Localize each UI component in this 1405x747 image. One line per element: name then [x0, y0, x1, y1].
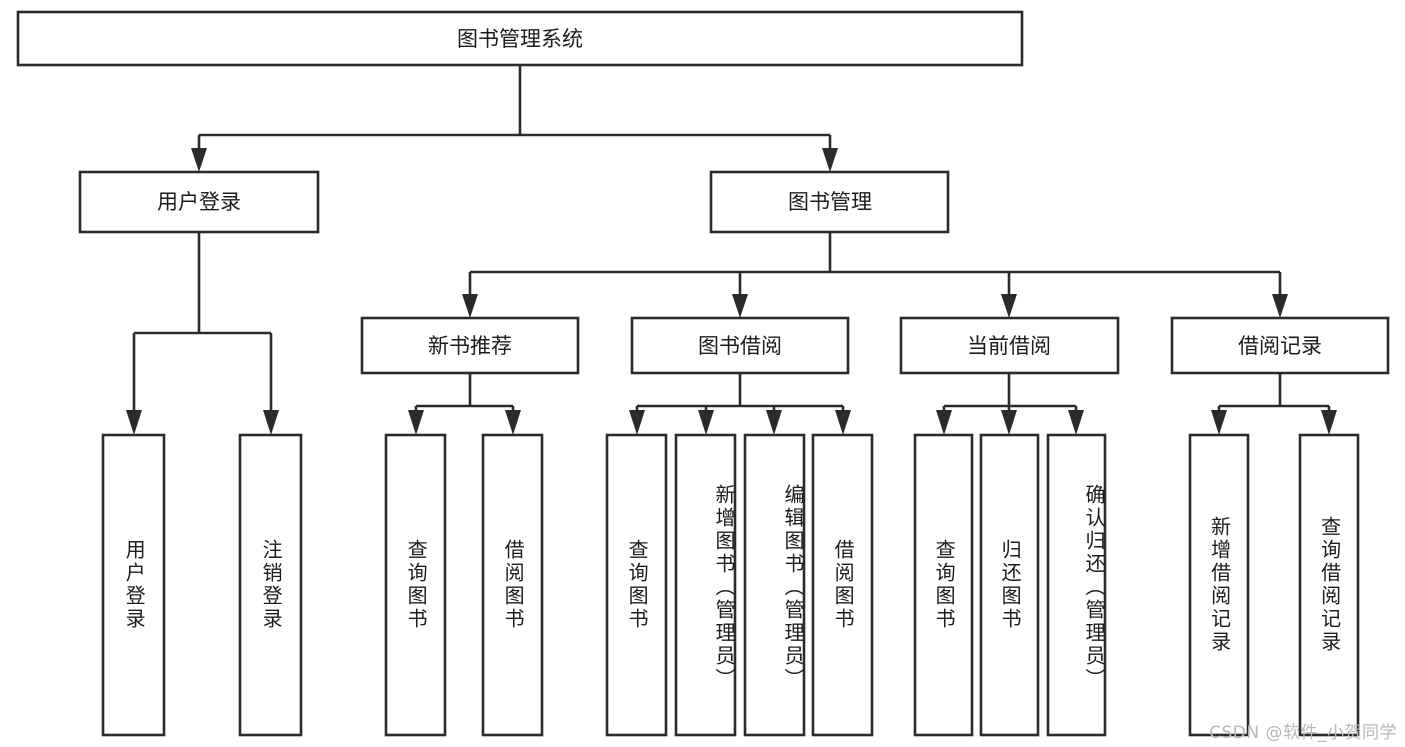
- arrow-to-current-borrow: [1001, 294, 1017, 318]
- connector-group-book-borrow-to-leaves: [629, 373, 851, 435]
- arrow-to-cb-leaf-1: [936, 410, 952, 435]
- arrow-to-nbr-leaf-2: [505, 410, 521, 435]
- node-user-login-box[interactable]: [78, 170, 320, 234]
- arrow-to-borrow-record: [1272, 294, 1288, 318]
- node-new-book-recommend-label: 新书推荐: [428, 334, 512, 358]
- node-user-login-label: 用户登录: [157, 190, 241, 214]
- arrow-to-leaf-logout: [263, 410, 279, 435]
- node-borrow-record[interactable]: 借阅记录: [1170, 316, 1390, 375]
- node-leaf-query-book-cb-box[interactable]: [913, 433, 974, 737]
- node-leaf-edit-book-box[interactable]: [743, 433, 806, 737]
- arrow-to-new-book-rec: [462, 294, 478, 318]
- connector-group-current-borrow-to-leaves: [936, 373, 1084, 435]
- arrow-to-cb-leaf-3: [1068, 410, 1084, 435]
- arrow-to-leaf-user-login: [126, 410, 142, 435]
- connector-group-book-manage-to-level3: [462, 232, 1288, 318]
- connector-group-new-book-rec-to-leaves: [408, 373, 521, 435]
- node-book-manage-box[interactable]: [709, 170, 950, 234]
- node-leaf-borrow-book-bb-box[interactable]: [811, 433, 874, 737]
- node-leaf-return-book-box[interactable]: [979, 433, 1040, 737]
- arrow-to-user-login: [191, 148, 207, 172]
- watermark: CSDN @软件_小贺同学: [1209, 723, 1397, 743]
- connector-group-borrow-record-to-leaves: [1211, 373, 1337, 435]
- node-leaf-add-book-box[interactable]: [674, 433, 737, 737]
- node-new-book-recommend[interactable]: 新书推荐: [360, 316, 580, 375]
- node-leaf-user-login-box[interactable]: [101, 433, 166, 737]
- arrow-to-cb-leaf-2: [1001, 410, 1017, 435]
- arrow-to-bb-leaf-1: [629, 410, 645, 435]
- node-current-borrow-box[interactable]: [899, 316, 1120, 375]
- arrow-to-br-leaf-1: [1211, 410, 1227, 435]
- arrow-to-bb-leaf-3: [766, 410, 782, 435]
- node-leaf-query-book-bb-box[interactable]: [605, 433, 668, 737]
- node-leaf-borrow-book-nbr-box[interactable]: [481, 433, 544, 737]
- node-current-borrow-label: 当前借阅: [967, 334, 1051, 358]
- node-user-login[interactable]: 用户登录: [78, 170, 320, 234]
- node-borrow-record-label: 借阅记录: [1238, 334, 1322, 358]
- node-leaf-query-record-box[interactable]: [1298, 433, 1360, 737]
- arrow-to-br-leaf-2: [1321, 410, 1337, 435]
- arrow-to-nbr-leaf-1: [408, 410, 424, 435]
- node-leaf-logout-box[interactable]: [238, 433, 303, 737]
- arrow-to-bb-leaf-2: [698, 410, 714, 435]
- node-book-borrow-label: 图书借阅: [698, 334, 782, 358]
- node-current-borrow[interactable]: 当前借阅: [899, 316, 1120, 375]
- node-leaf-add-record-box[interactable]: [1188, 433, 1250, 737]
- node-borrow-record-box[interactable]: [1170, 316, 1390, 375]
- node-book-manage-label: 图书管理: [788, 190, 872, 214]
- arrow-to-bb-leaf-4: [835, 410, 851, 435]
- arrow-to-book-manage: [822, 148, 838, 172]
- node-leaf-query-book-nbr-box[interactable]: [384, 433, 447, 737]
- arrow-to-book-borrow: [732, 294, 748, 318]
- node-root-box[interactable]: [16, 10, 1024, 67]
- node-book-manage[interactable]: 图书管理: [709, 170, 950, 234]
- node-new-book-recommend-box[interactable]: [360, 316, 580, 375]
- node-root-label: 图书管理系统: [457, 27, 583, 51]
- node-leaf-confirm-return-box[interactable]: [1046, 433, 1107, 737]
- node-book-borrow[interactable]: 图书借阅: [630, 316, 850, 375]
- connector-group-root-to-level2: [191, 65, 838, 172]
- node-book-borrow-box[interactable]: [630, 316, 850, 375]
- connector-group-user-login-to-leaves: [126, 232, 279, 435]
- node-root[interactable]: 图书管理系统: [16, 10, 1024, 67]
